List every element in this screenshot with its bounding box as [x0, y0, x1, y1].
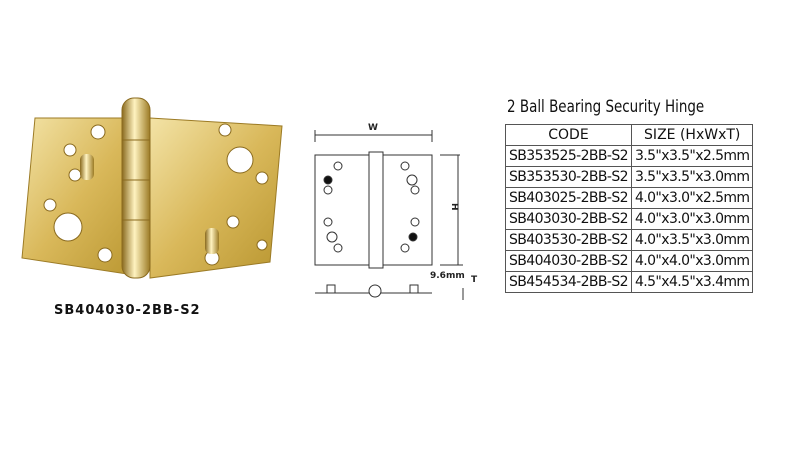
hinge-photo — [21, 97, 283, 279]
code-cell: SB353525-2BB-S2 — [505, 145, 632, 167]
table-header-row: CODE SIZE (HxWxT) — [505, 124, 754, 146]
size-cell: 4.0"x3.0"x2.5mm — [630, 187, 754, 209]
knuckle-label: 9.6mm — [430, 271, 465, 281]
size-cell: 4.0"x3.5"x3.0mm — [630, 229, 754, 251]
code-cell: SB454534-2BB-S2 — [505, 271, 632, 293]
code-cell: SB403025-2BB-S2 — [505, 187, 632, 209]
size-cell: 4.5"x4.5"x3.4mm — [630, 271, 754, 293]
table-title: 2 Ball Bearing Security Hinge — [507, 97, 705, 117]
header-size: SIZE (HxWxT) — [630, 124, 754, 146]
code-cell: SB403030-2BB-S2 — [505, 208, 632, 230]
thickness-label: T — [471, 275, 478, 285]
technical-drawing: W H 9.6mm T — [314, 123, 478, 300]
size-cell: 3.5"x3.5"x2.5mm — [630, 145, 754, 167]
header-code: CODE — [505, 124, 632, 146]
code-cell: SB404030-2BB-S2 — [505, 250, 632, 272]
product-code-caption: SB404030-2BB-S2 — [54, 303, 201, 318]
height-label: H — [449, 203, 459, 211]
size-cell: 3.5"x3.5"x3.0mm — [630, 166, 754, 188]
width-label: W — [368, 123, 378, 133]
size-cell: 4.0"x3.0"x3.0mm — [630, 208, 754, 230]
size-cell: 4.0"x4.0"x3.0mm — [630, 250, 754, 272]
code-cell: SB403530-2BB-S2 — [505, 229, 632, 251]
code-cell: SB353530-2BB-S2 — [505, 166, 632, 188]
